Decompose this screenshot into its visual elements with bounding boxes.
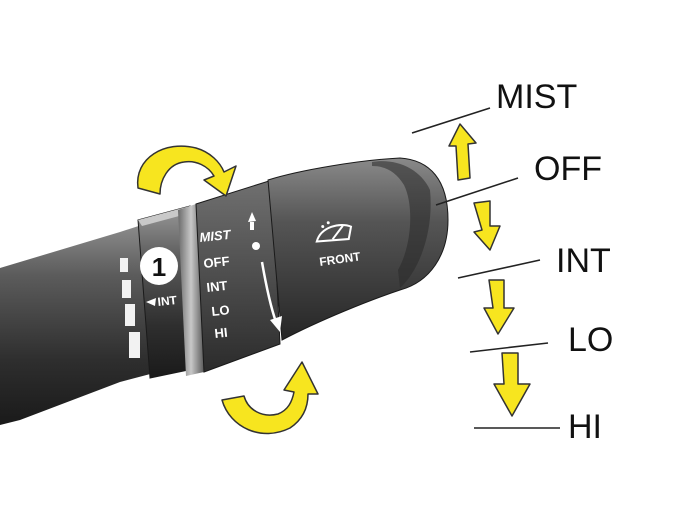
callout-circle <box>140 247 178 285</box>
dial-mark-hi: HI <box>214 325 228 341</box>
position-lines <box>411 107 560 429</box>
line-lo <box>469 342 549 353</box>
stalk-tip[interactable] <box>267 157 449 341</box>
dial-mark-lo: LO <box>211 302 231 319</box>
dial-dot <box>252 242 260 250</box>
lever-arrow-down-1 <box>473 200 501 251</box>
dial-direction-arrow <box>260 261 278 323</box>
position-labels: MIST OFF INT LO HI <box>496 78 613 446</box>
line-int <box>457 259 541 279</box>
windshield-wiper-icon <box>315 221 353 243</box>
lever-arrow-up <box>448 123 477 181</box>
callout-number: 1 <box>152 252 166 282</box>
lever-arrow-down-3 <box>493 352 531 417</box>
int-ring-label: INT <box>146 293 178 309</box>
rotate-arrow-bottom <box>221 361 319 435</box>
dial-mark-mist: MIST <box>199 227 233 245</box>
line-mist <box>411 107 491 134</box>
int-ring-marks <box>120 258 140 358</box>
int-ring-text: INT <box>157 293 178 309</box>
wiper-mode-dial[interactable] <box>195 179 281 373</box>
callout-1: 1 <box>140 247 178 285</box>
dial-mark-off: OFF <box>203 253 230 271</box>
front-text: FRONT <box>318 249 362 269</box>
lever-arrow-down-2 <box>483 279 515 335</box>
silver-ring <box>178 204 204 376</box>
dial-mark-int: INT <box>206 278 228 295</box>
label-off: OFF <box>534 150 602 188</box>
label-int: INT <box>556 242 611 280</box>
rotate-arrow-top <box>137 145 237 197</box>
line-off <box>435 177 519 206</box>
dial-markings: MIST OFF INT LO HI <box>199 212 282 341</box>
label-lo: LO <box>568 321 613 359</box>
label-mist: MIST <box>496 78 577 116</box>
front-washer-label: FRONT <box>315 221 362 269</box>
label-hi: HI <box>568 408 602 446</box>
